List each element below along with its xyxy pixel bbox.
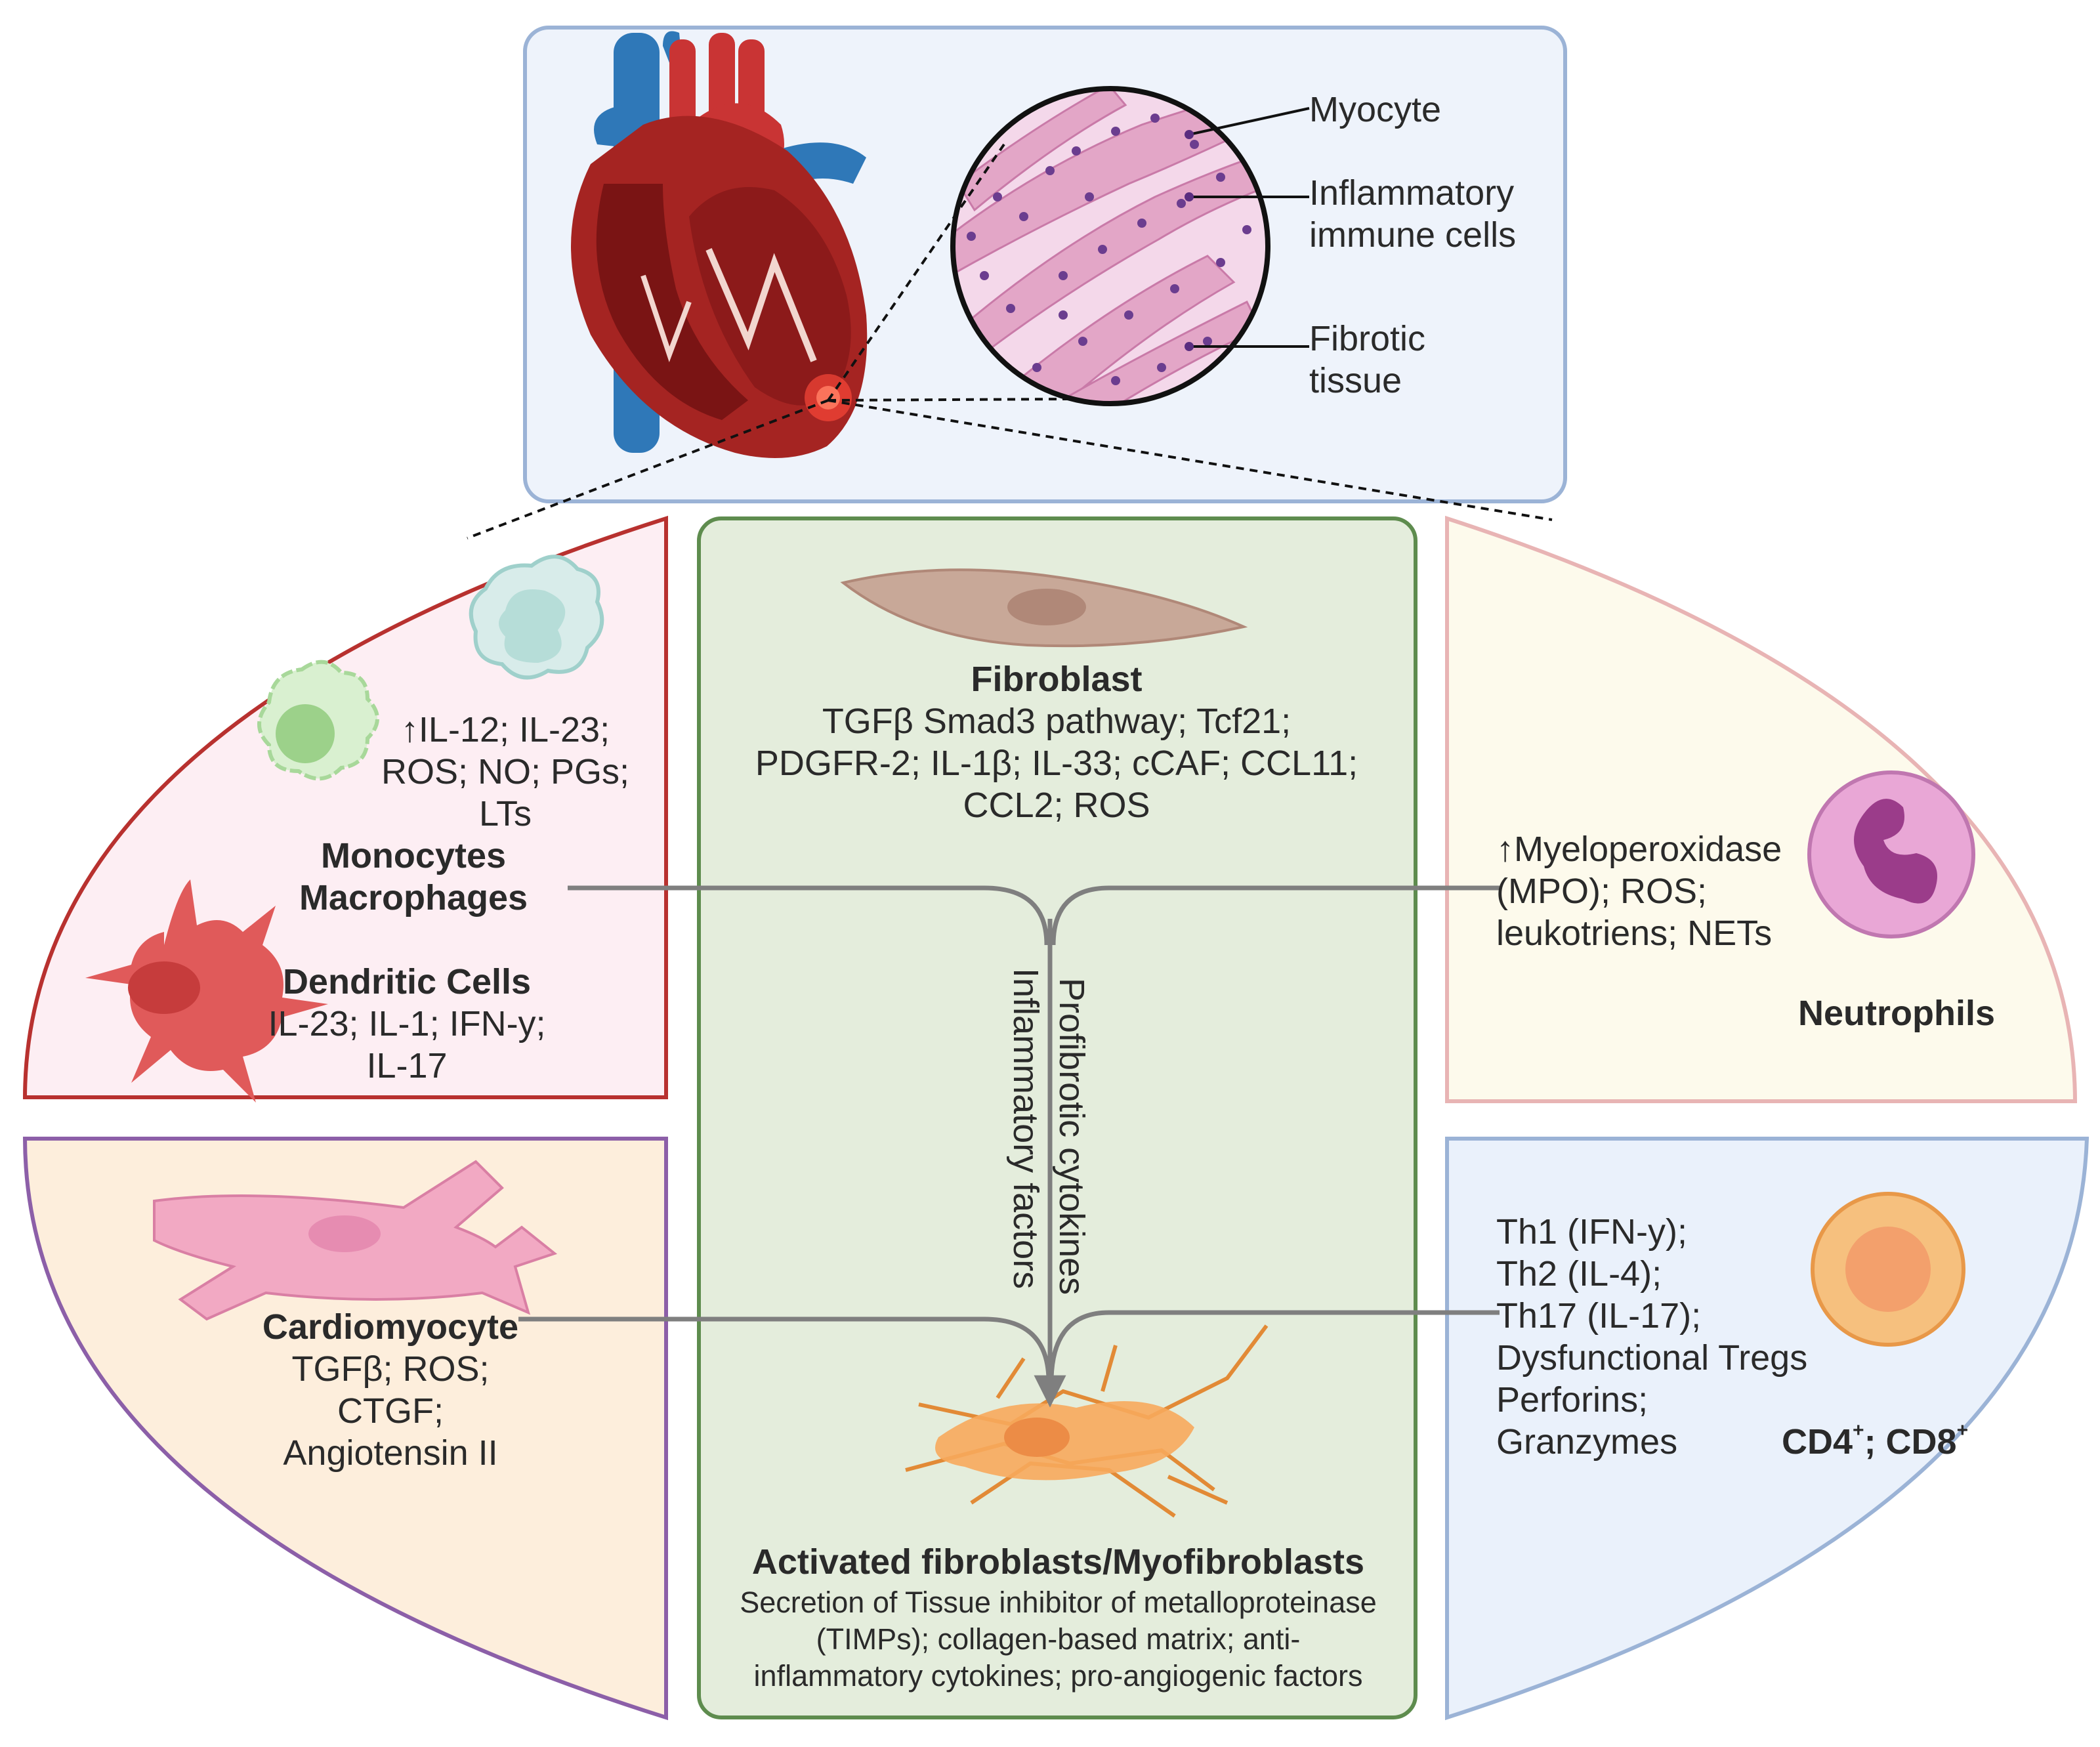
mono-cytokine-line-3: LTs	[478, 794, 532, 833]
cd8-text: ; CD8	[1864, 1422, 1957, 1462]
dendritic-title: Dendritic Cells	[282, 962, 532, 1001]
mono-cytokine-line-1: ↑IL-12; IL-23;	[400, 710, 610, 749]
neutro-line-2: (MPO); ROS;	[1496, 872, 1707, 911]
label-myocyte: Myocyte	[1309, 90, 1442, 129]
cardiomyocyte-icon	[153, 1160, 558, 1321]
label-inflammatory-2: immune cells	[1309, 215, 1517, 255]
monocyte-icon	[469, 555, 604, 680]
fibroblast-icon	[840, 568, 1248, 648]
tcell-line-3: Th17 (IL-17);	[1496, 1296, 1702, 1336]
activated-line-1: Secretion of Tissue inhibitor of metallo…	[740, 1586, 1377, 1619]
flow-arrows	[518, 885, 1500, 1408]
activated-line-3: inflammatory cytokines; pro-angiogenic f…	[753, 1659, 1363, 1693]
tcell-icon	[1811, 1192, 1965, 1347]
neutrophils-title: Neutrophils	[1797, 994, 1995, 1033]
label-fibrotic-2: tissue	[1309, 361, 1402, 400]
tcell-line-1: Th1 (IFN-y);	[1496, 1212, 1687, 1252]
tcell-line-2: Th2 (IL-4);	[1496, 1254, 1662, 1294]
neutro-panel	[1445, 515, 2078, 1103]
label-fibrotic-1: Fibrotic	[1309, 319, 1426, 358]
mono-cytokine-line-2: ROS; NO; PGs;	[381, 752, 630, 791]
zoom-lines	[467, 143, 1553, 539]
fibroblast-line-2: PDGFR-2; IL-1β; IL-33; cCAF; CCL11;	[755, 744, 1358, 783]
dendritic-line-1: IL-23; IL-1; IFN-y;	[268, 1004, 546, 1043]
neutro-line-3: leukotriens; NETs	[1496, 914, 1773, 953]
cardiomyocyte-title: Cardiomyocyte	[262, 1307, 519, 1347]
activated-line-2: (TIMPs); collagen-based matrix; anti-	[816, 1622, 1301, 1656]
dendritic-line-2: IL-17	[366, 1046, 448, 1085]
neutrophil-icon	[1807, 770, 1975, 938]
tcell-line-5: Perforins;	[1496, 1380, 1648, 1420]
neutro-line-1: ↑Myeloperoxidase	[1496, 830, 1782, 869]
fibroblast-line-1: TGFβ Smad3 pathway; Tcf21;	[822, 702, 1292, 741]
cardio-line-2: CTGF;	[337, 1391, 444, 1431]
cd4-sup: +	[1853, 1420, 1864, 1441]
vertical-label-profibrotic: Profibrotic cytokines	[1052, 978, 1091, 1295]
cd8-sup: +	[1956, 1420, 1969, 1441]
label-inflammatory-1: Inflammatory	[1309, 173, 1515, 213]
macrophage-icon	[257, 660, 379, 781]
cd4-text: CD4	[1782, 1422, 1853, 1462]
tcell-line-4: Dysfunctional Tregs	[1496, 1338, 1808, 1378]
tcell-line-6: Granzymes	[1496, 1422, 1678, 1462]
cardio-line-3: Angiotensin II	[283, 1433, 498, 1473]
label-leaders	[1188, 107, 1310, 348]
dendritic-cell-icon	[85, 879, 328, 1103]
cd4-cd8-title: CD4+; CD8+	[1782, 1421, 1968, 1463]
fibroblast-panel	[697, 516, 1418, 1719]
fibroblast-line-3: CCL2; ROS	[963, 786, 1150, 825]
monocytes-title: Monocytes	[320, 836, 507, 875]
vertical-label-inflammatory: Inflammatory factors	[1006, 968, 1045, 1290]
macrophages-title: Macrophages	[299, 878, 528, 917]
activated-title: Activated fibroblasts/Myofibroblasts	[751, 1542, 1365, 1582]
fibroblast-title: Fibroblast	[971, 660, 1143, 699]
cardio-line-1: TGFβ; ROS;	[291, 1349, 490, 1389]
heart-illustration	[571, 31, 868, 459]
histology-circle	[950, 86, 1270, 406]
